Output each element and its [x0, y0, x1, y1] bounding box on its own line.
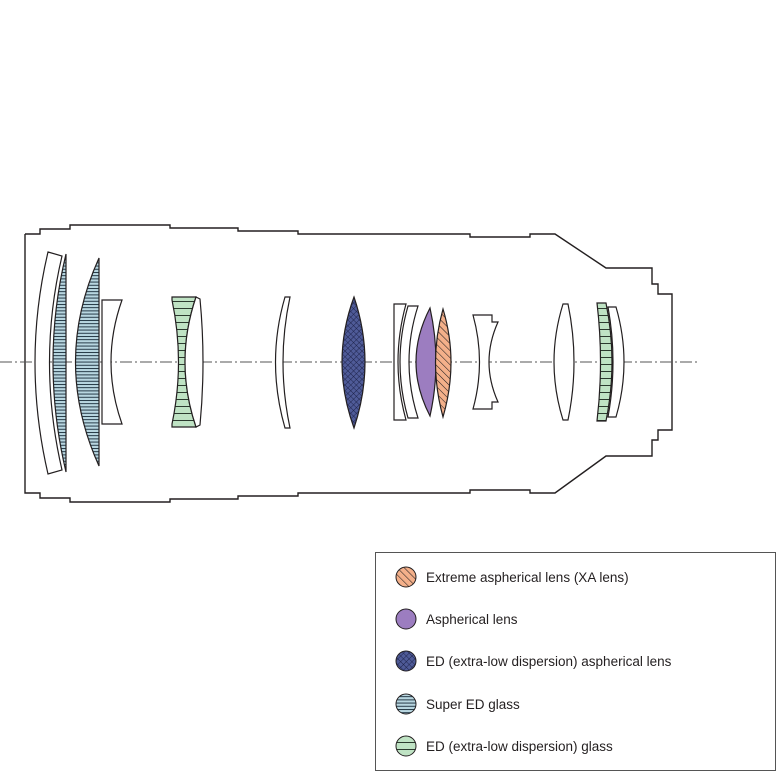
lens-element-ed-partner: [184, 296, 204, 428]
lens-element-rear-biconvex: [553, 303, 575, 421]
legend-item-ed-aspherical: ED (extra-low dispersion) aspherical len…: [395, 649, 671, 673]
lens-element-thin-meniscus: [274, 296, 291, 429]
super-ed-glass-swatch-icon: [395, 693, 417, 715]
aspherical-lens-swatch-icon: [395, 608, 417, 630]
lens-barrel: [24, 224, 673, 503]
lens-group-rear: [596, 302, 625, 422]
lens-element-aspherical: [415, 306, 437, 418]
legend-item-ed: ED (extra-low dispersion) glass: [395, 734, 613, 758]
legend-item-xa: Extreme aspherical lens (XA lens): [395, 565, 629, 589]
lens-element-front-white: [34, 251, 63, 475]
lens-element-middle-white-1: [393, 303, 407, 421]
legend-item-super-ed: Super ED glass: [395, 692, 520, 716]
lens-element-super-ed-2: [75, 257, 100, 467]
lens-element-rear-ed: [596, 302, 613, 422]
legend-item-aspherical: Aspherical lens: [395, 607, 518, 631]
legend: Extreme aspherical lens (XA lens) Aspher…: [375, 552, 776, 771]
ed-aspherical-lens-swatch-icon: [395, 650, 417, 672]
legend-label-super-ed: Super ED glass: [426, 696, 520, 712]
xa-lens-swatch-icon: [395, 566, 417, 588]
legend-label-ed-aspherical: ED (extra-low dispersion) aspherical len…: [426, 653, 672, 669]
legend-label-ed: ED (extra-low dispersion) glass: [426, 738, 613, 754]
lens-group-middle: [393, 303, 499, 421]
lens-element-super-ed-1: [52, 253, 67, 473]
lens-element-front-concave: [101, 299, 123, 425]
lens-group-front: [34, 251, 123, 475]
lens-element-xa: [434, 306, 452, 420]
ed-glass-swatch-icon: [395, 735, 417, 757]
lens-element-ed-aspherical: [341, 295, 366, 430]
lens-group-ed: [171, 296, 204, 428]
lens-element-middle-white-2: [399, 305, 419, 419]
legend-label-aspherical: Aspherical lens: [426, 611, 518, 627]
lens-element-middle-concave: [472, 314, 499, 410]
lens-element-rear-white: [607, 306, 625, 418]
lens-cross-section-diagram: [0, 224, 698, 503]
legend-label-xa: Extreme aspherical lens (XA lens): [426, 569, 629, 585]
